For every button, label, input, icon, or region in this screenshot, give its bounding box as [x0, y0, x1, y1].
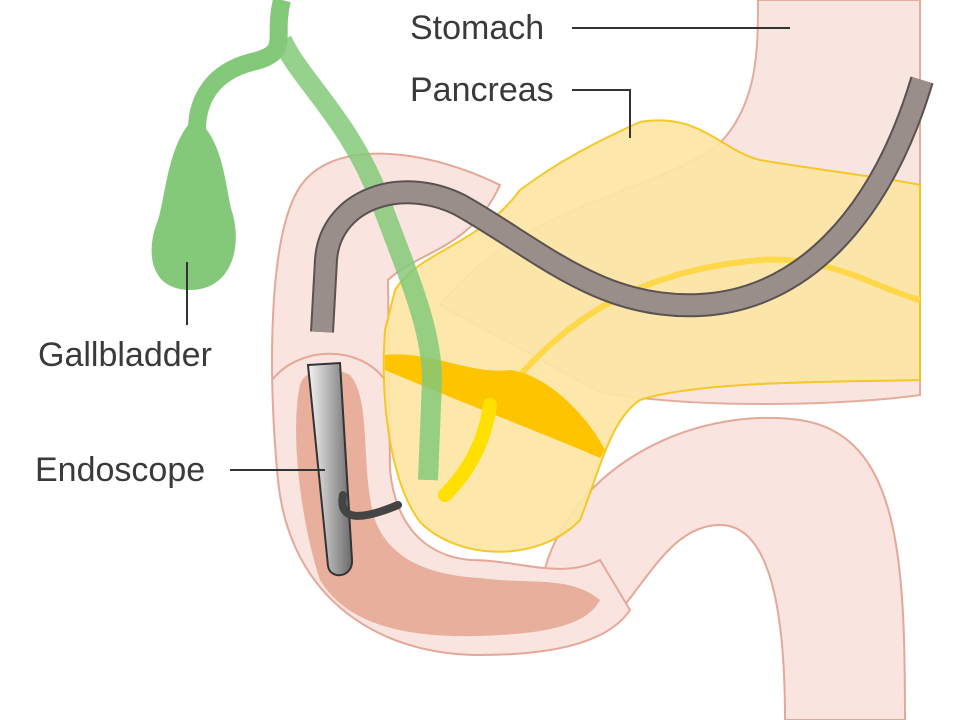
duodenum-fold [271, 352, 386, 381]
stomach-label: Stomach [410, 9, 544, 47]
cystic-duct [188, 0, 291, 131]
gallbladder [151, 118, 236, 290]
small-intestine [538, 416, 907, 720]
pancreas-leader-line [572, 89, 631, 138]
duodenum-lining [296, 369, 600, 637]
pancreas-label: Pancreas [410, 71, 554, 109]
endoscope-tip [306, 361, 354, 576]
endoscope-tube [312, 77, 932, 333]
pancreatic-duct-branch [497, 256, 921, 402]
pancreatic-duct [438, 398, 497, 502]
gallbladder-label: Gallbladder [38, 336, 212, 374]
endoscope-wire [338, 491, 402, 520]
endoscope-label: Endoscope [35, 451, 205, 489]
